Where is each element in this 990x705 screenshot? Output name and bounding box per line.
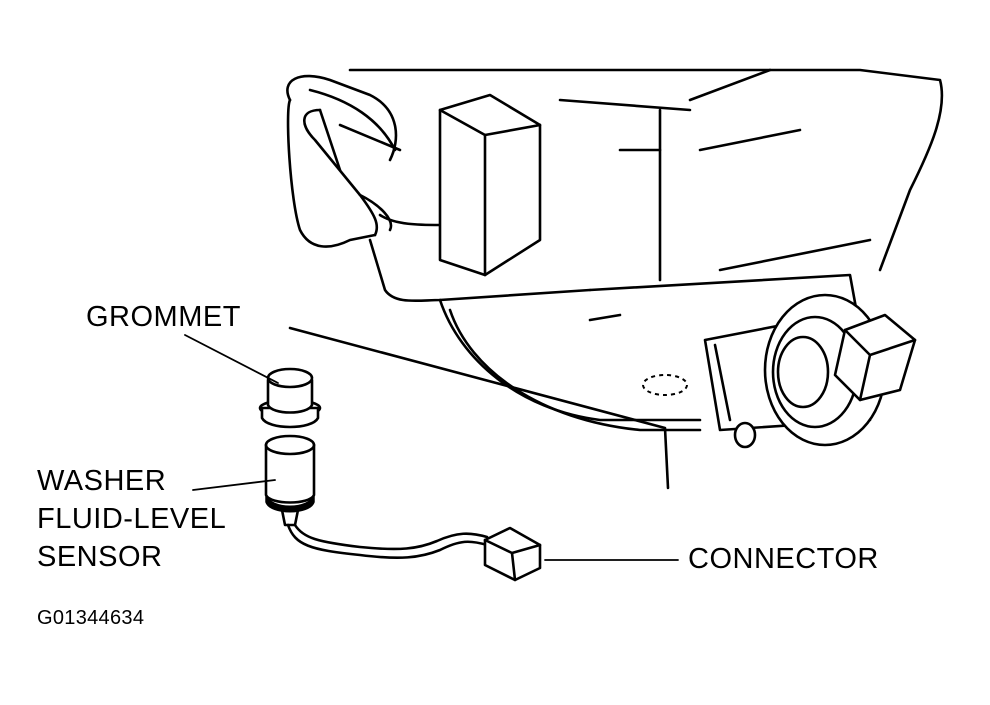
reference-plane [288,326,670,490]
grommet-label: GROMMET [86,301,241,333]
connector-part [483,526,542,582]
mounting-block [438,93,542,277]
sensor-label-line2: FLUID-LEVEL [37,503,227,535]
connector-label: CONNECTOR [688,543,879,575]
washer-pump [733,293,917,449]
sensor-label-line3: SENSOR [37,541,163,573]
filler-neck [286,74,442,248]
figure-code: G01344634 [37,607,145,629]
sensor-label-line1: WASHER [37,465,167,497]
sensor-wire [286,523,489,560]
grommet-leader [184,334,279,384]
sensor-part [264,434,316,527]
sensor-leader [192,479,276,491]
grommet-part [258,367,322,429]
sensor-mount-hole [642,374,688,396]
